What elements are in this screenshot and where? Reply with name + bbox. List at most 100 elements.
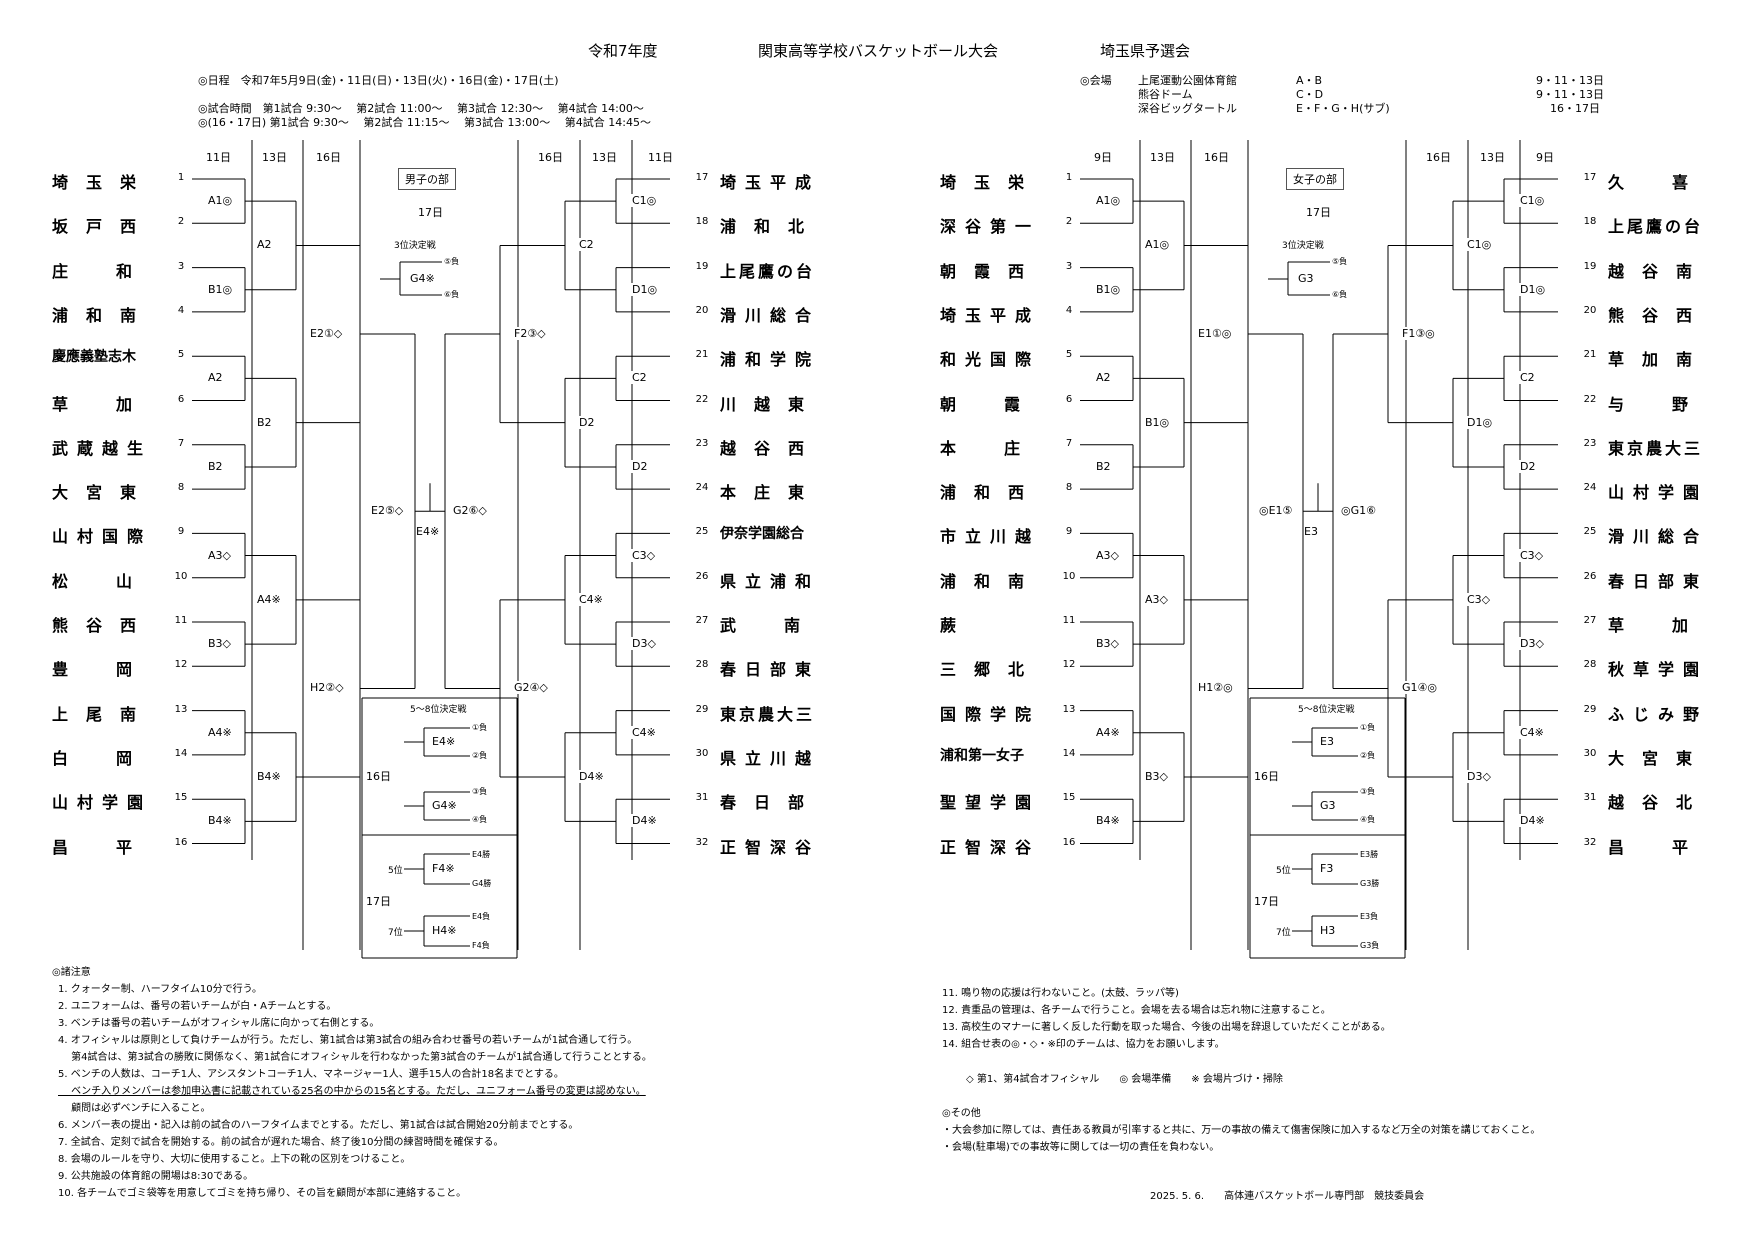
venue-name: 深谷ビッグタートル <box>1138 102 1237 115</box>
team-name: 越谷北 <box>1608 793 1711 813</box>
team-name: 武南 <box>720 616 849 635</box>
game-label: A3◇ <box>1094 548 1121 562</box>
seed-number: 13 <box>1062 703 1076 715</box>
seed-number: 12 <box>174 659 188 671</box>
team-name: 浦和北 <box>720 217 823 237</box>
seed-number: 32 <box>695 836 709 848</box>
placement-input: ①負 <box>472 723 488 732</box>
seed-number: 18 <box>695 216 709 228</box>
seed-number: 23 <box>695 437 709 449</box>
game-label: B1◎ <box>1143 415 1172 429</box>
game-label: B4※ <box>1094 814 1122 828</box>
game-label: E2⑤◇ <box>369 504 406 518</box>
placement-input: ①負 <box>1360 723 1376 732</box>
day-label: 11日 <box>648 151 673 164</box>
seed-number: 11 <box>174 615 188 626</box>
team-name: 深谷第一 <box>940 217 1041 237</box>
seed-number: 15 <box>174 792 188 804</box>
third-place-input: ⑥負 <box>1332 290 1348 299</box>
placement-game: G3 <box>1320 799 1336 812</box>
game-label: C2 <box>577 238 596 252</box>
game-label: D1◎ <box>1465 415 1495 429</box>
seed-number: 5 <box>177 349 185 361</box>
team-name: 越谷南 <box>1608 261 1711 281</box>
other-item: ・大会参加に際しては、責任ある教員が引率すると共に、万一の事故の備えて傷害保険に… <box>942 1125 1541 1136</box>
venue-courts: A・B <box>1296 74 1323 87</box>
team-name: 武蔵越生 <box>52 438 153 458</box>
seed-number: 19 <box>695 260 709 272</box>
game-label: A4※ <box>1094 725 1122 739</box>
seed-number: 29 <box>695 703 709 715</box>
seed-number: 3 <box>1065 260 1073 272</box>
other-list: ・大会参加に際しては、責任ある教員が引率すると共に、万一の事故の備えて傷害保険に… <box>942 1122 1540 1156</box>
game-label: E2①◇ <box>308 327 345 341</box>
third-place-input: ⑤負 <box>1332 257 1348 266</box>
game-label: A3◇ <box>1143 592 1170 606</box>
game-label: C2 <box>1518 371 1537 385</box>
seed-number: 13 <box>174 703 188 715</box>
game-label: D4※ <box>577 770 606 784</box>
third-place-label: 3位決定戦 <box>394 241 436 251</box>
team-name: 上尾南 <box>52 704 155 724</box>
day-label: 9日 <box>1094 151 1112 164</box>
team-name: 滑川総合 <box>720 305 821 325</box>
seed-number: 9 <box>1065 526 1073 538</box>
placement-day: 17日 <box>1254 895 1279 908</box>
game-label: F2③◇ <box>512 327 548 341</box>
placement-input: ③負 <box>472 787 488 796</box>
team-name: 朝霞 <box>940 394 1069 414</box>
note-item: 1. クォーター制、ハーフタイム10分で行う。 <box>58 984 263 995</box>
placement-rank: 7位 <box>388 928 403 938</box>
team-name: ふじみ野 <box>1608 704 1709 724</box>
seed-number: 21 <box>695 349 709 361</box>
final-game-label: E4※ <box>416 525 440 539</box>
venue-label: ◎会場 <box>1080 74 1112 87</box>
team-name: 埼玉平成 <box>720 173 821 192</box>
seed-number: 22 <box>695 393 709 405</box>
placement-rank: 5位 <box>388 866 403 876</box>
seed-number: 4 <box>1065 304 1073 316</box>
team-name: 浦和学院 <box>720 350 821 370</box>
game-label: C3◇ <box>630 548 658 562</box>
seed-number: 10 <box>174 570 188 582</box>
team-name: 熊谷西 <box>1608 305 1711 325</box>
team-name: 聖望学園 <box>940 793 1041 813</box>
placement-input: E4勝 <box>472 850 491 859</box>
game-label: D1◎ <box>630 282 660 296</box>
other-item: ・会場(駐車場)での事故等に関しては一切の責任を負わない。 <box>942 1142 1220 1153</box>
team-name: 朝霞西 <box>940 261 1043 281</box>
seed-number: 25 <box>1583 526 1597 538</box>
day-label: 13日 <box>592 151 617 164</box>
seed-number: 31 <box>1583 792 1597 804</box>
note-item: 顧問は必ずベンチに入ること。 <box>58 1103 211 1114</box>
game-label: H2②◇ <box>308 681 346 695</box>
placement-game: E4※ <box>432 735 456 748</box>
other-heading: ◎その他 <box>942 1108 981 1119</box>
seed-number: 2 <box>177 216 185 228</box>
game-label: B4※ <box>206 814 234 828</box>
placement-input: G4勝 <box>472 879 492 888</box>
seed-number: 31 <box>695 792 709 804</box>
team-name: 市立川越 <box>940 527 1041 547</box>
team-name: 山村学園 <box>1608 483 1709 503</box>
final-day-label: 17日 <box>1306 206 1331 219</box>
game-label: C3◇ <box>1465 592 1493 606</box>
team-name: 川越東 <box>720 394 823 414</box>
note-item: 14. 組合せ表の◎・◇・※印のチームは、協力をお願いします。 <box>942 1039 1225 1050</box>
day-label: 13日 <box>262 151 287 164</box>
note-item: 9. 公共施設の体育館の開場は8:30である。 <box>58 1171 254 1182</box>
team-name: 蕨 <box>940 616 1005 635</box>
placement-input: E4負 <box>472 912 491 921</box>
note-item: 第4試合は、第3試合の勝敗に関係なく、第1試合にオフィシャルを行わなかった第3試… <box>58 1052 652 1063</box>
team-name: 豊岡 <box>52 660 181 680</box>
team-name: 滑川総合 <box>1608 527 1709 547</box>
team-name: 上尾鷹の台 <box>720 261 816 281</box>
note-item: 8. 会場のルールを守り、大切に使用すること。上下の靴の区別をつけること。 <box>58 1154 411 1165</box>
seed-number: 25 <box>695 526 709 538</box>
note-item: 11. 鳴り物の応援は行わないこと。(太鼓、ラッパ等) <box>942 988 1179 999</box>
game-label: A1◎ <box>1143 238 1172 252</box>
team-name: 国際学院 <box>940 704 1041 724</box>
team-name: 正智深谷 <box>720 837 821 857</box>
seed-number: 26 <box>1583 570 1597 582</box>
team-name: 松山 <box>52 571 181 591</box>
